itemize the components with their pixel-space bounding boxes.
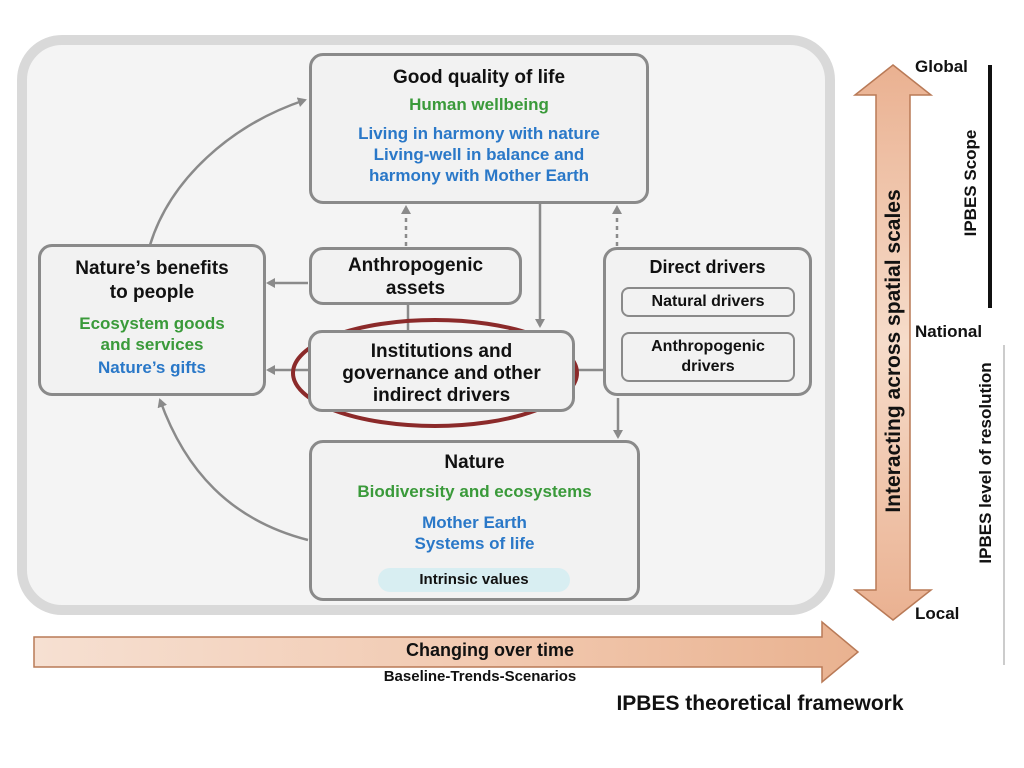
- institutions-title-3: indirect drivers: [372, 385, 511, 406]
- direct-drivers-title: Direct drivers: [649, 257, 766, 277]
- benefits-green-2: and services: [100, 335, 204, 354]
- anthropogenic-drivers-box: Anthropogenic drivers: [621, 332, 795, 382]
- quality-blue-1: Living in harmony with nature: [358, 124, 600, 143]
- nature-box: Nature Biodiversity and ecosystems Mothe…: [309, 440, 640, 601]
- benefits-title-1: Nature’s benefits: [75, 258, 229, 279]
- curve-arrow-benefits-to-quality: [148, 97, 307, 246]
- benefits-green-1: Ecosystem goods: [79, 314, 225, 333]
- institutions-highlight-ellipse: [291, 318, 579, 428]
- nature-title: Nature: [444, 452, 505, 473]
- nature-blue-1: Mother Earth: [422, 513, 527, 532]
- assets-title-1: Anthropogenic: [347, 255, 484, 276]
- direct-drivers-box: Direct drivers Natural drivers Anthropog…: [603, 247, 812, 396]
- ipbes-scope-label: IPBES Scope: [961, 129, 980, 237]
- time-axis-sublabel: Baseline-Trends-Scenarios: [383, 668, 577, 685]
- quality-title: Good quality of life: [392, 67, 566, 88]
- scale-axis-label: Interacting across spatial scales: [882, 189, 905, 513]
- scale-arrow: [852, 64, 934, 621]
- anthropogenic-drivers-label-2: drivers: [681, 358, 735, 375]
- anthropogenic-drivers-label-1: Anthropogenic: [651, 338, 765, 355]
- nature-blue-2: Systems of life: [414, 534, 535, 553]
- institutions-title-2: governance and other: [342, 363, 541, 384]
- intrinsic-values-pill: Intrinsic values: [378, 568, 570, 592]
- natural-drivers-box: Natural drivers: [621, 287, 795, 317]
- natures-benefits-box: Nature’s benefits to people Ecosystem go…: [38, 244, 266, 396]
- assets-title-2: assets: [385, 278, 446, 299]
- natural-drivers-label: Natural drivers: [651, 293, 765, 310]
- scale-local-label: Local: [915, 604, 960, 623]
- scale-global-label: Global: [915, 57, 968, 76]
- ipbes-resolution-label: IPBES level of resolution: [976, 362, 995, 564]
- anthropogenic-assets-box: Anthropogenic assets: [309, 247, 522, 305]
- nature-green: Biodiversity and ecosystems: [357, 482, 592, 501]
- institutions-box: Institutions and governance and other in…: [308, 330, 575, 412]
- intrinsic-values-label: Intrinsic values: [419, 571, 529, 588]
- scale-national-label: National: [915, 322, 983, 341]
- good-quality-of-life-box: Good quality of life Human wellbeing Liv…: [309, 53, 649, 204]
- benefits-blue: Nature’s gifts: [97, 358, 206, 377]
- time-axis-label: Changing over time: [405, 640, 575, 660]
- curve-arrow-nature-to-benefits: [157, 398, 309, 542]
- benefits-title-2: to people: [109, 282, 195, 303]
- quality-blue-2: Living-well in balance and: [373, 145, 585, 164]
- institutions-title-1: Institutions and: [370, 341, 513, 362]
- quality-blue-3: harmony with Mother Earth: [368, 166, 590, 185]
- quality-green: Human wellbeing: [409, 95, 549, 114]
- figure-caption: IPBES theoretical framework: [616, 692, 904, 715]
- time-arrow: [33, 620, 860, 684]
